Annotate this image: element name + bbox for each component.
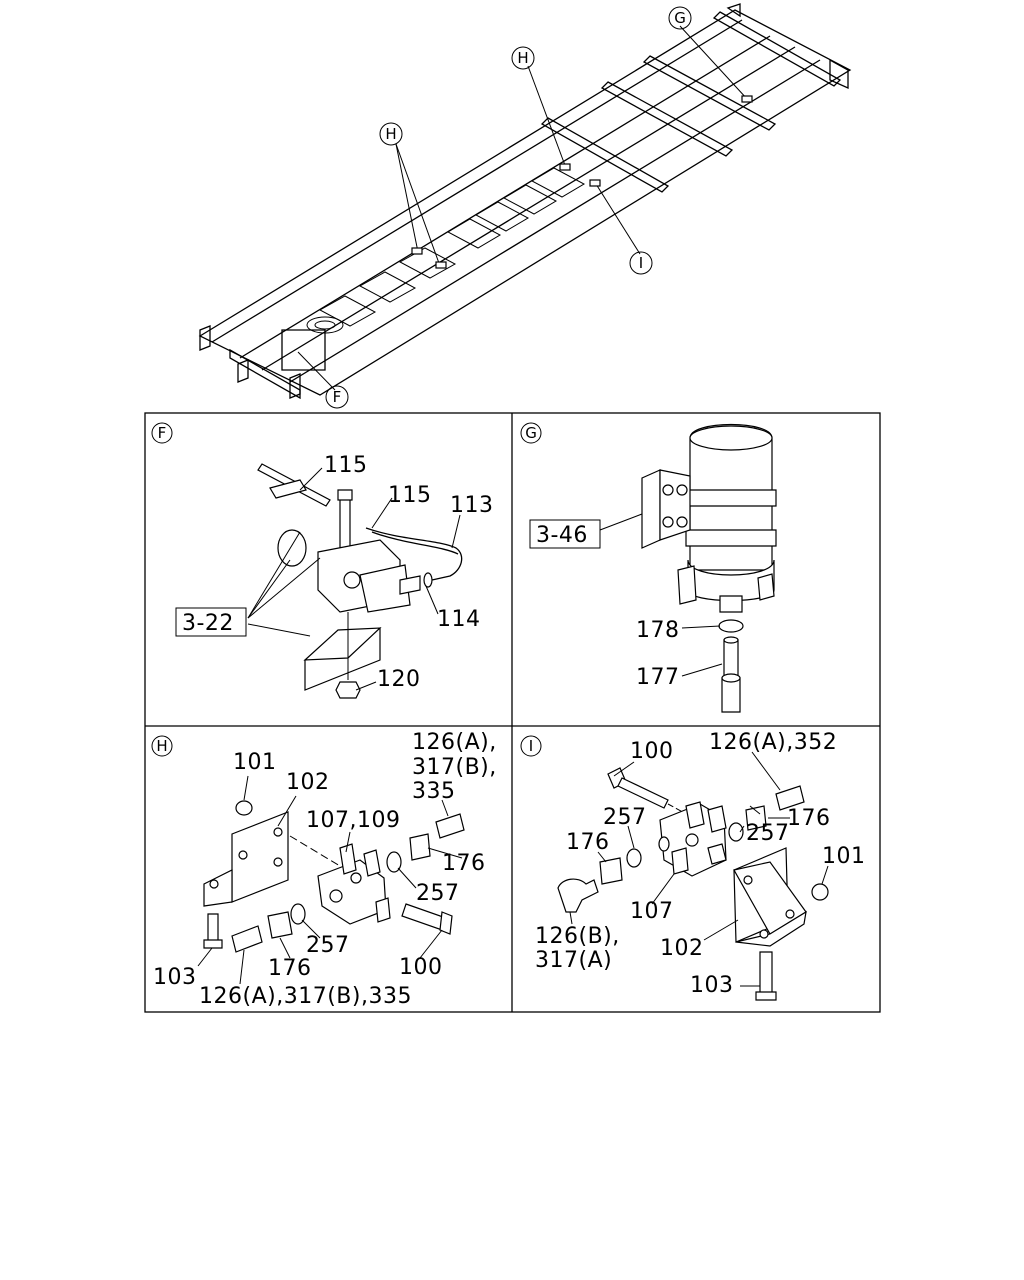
panel-i-label: I [520, 735, 542, 757]
chassis-frame-drawing [198, 3, 852, 400]
part-label-317a: 317(A) [535, 948, 612, 973]
part-label-100: 100 [399, 955, 443, 980]
part-label-126b: 126(B), [535, 924, 620, 949]
part-label-178: 178 [636, 618, 680, 643]
svg-text:F: F [333, 388, 342, 406]
part-label-317b: 317(B), [412, 755, 497, 780]
svg-text:H: H [156, 737, 167, 755]
part-label-176-right: 176 [787, 806, 831, 831]
part-label-115-a: 115 [324, 453, 368, 478]
part-label-335: 335 [412, 779, 456, 804]
svg-text:H: H [517, 49, 528, 67]
part-label-115-b: 115 [388, 483, 432, 508]
part-label-113: 113 [450, 493, 494, 518]
svg-text:3-46: 3-46 [536, 523, 588, 548]
panel-h: H [151, 730, 497, 1009]
svg-text:3-22: 3-22 [182, 611, 234, 636]
callout-f: F [325, 385, 349, 409]
detail-panel-grid [144, 412, 881, 1013]
part-label-176-right: 176 [442, 851, 486, 876]
panel-f: F 115 115 113 114 120 [151, 422, 494, 699]
ref-box-3-22: 3-22 [175, 607, 247, 637]
callout-g: G [668, 6, 692, 30]
svg-text:H: H [385, 125, 396, 143]
panel-f-label: F [151, 422, 173, 444]
svg-text:G: G [674, 9, 686, 27]
part-label-126a-352: 126(A),352 [709, 730, 837, 755]
part-label-126a: 126(A), [412, 730, 497, 755]
panel-h-label: H [151, 735, 173, 757]
panel-g: G 3-46 178 177 [520, 422, 777, 713]
part-label-257-left: 257 [603, 805, 647, 830]
part-label-100: 100 [630, 739, 674, 764]
svg-text:I: I [639, 254, 643, 272]
part-label-257-right: 257 [416, 881, 460, 906]
part-label-177: 177 [636, 665, 680, 690]
part-label-102: 102 [286, 770, 330, 795]
panel-g-label: G [520, 422, 542, 444]
svg-text:I: I [529, 737, 533, 755]
callout-h-front: H [379, 122, 403, 146]
callout-i: I [629, 251, 653, 275]
svg-text:G: G [525, 424, 537, 442]
ref-box-3-46: 3-46 [529, 519, 601, 549]
part-label-107-109: 107,109 [306, 808, 400, 833]
part-label-120: 120 [377, 667, 421, 692]
callout-h-rear: H [511, 46, 535, 70]
part-label-176-left: 176 [566, 830, 610, 855]
part-label-101: 101 [233, 750, 277, 775]
part-label-101: 101 [822, 844, 866, 869]
part-label-103: 103 [153, 965, 197, 990]
part-label-257-left: 257 [306, 933, 350, 958]
part-label-114: 114 [437, 607, 481, 632]
part-label-102: 102 [660, 936, 704, 961]
panel-i: I [520, 730, 866, 1001]
part-label-126a-317b-335: 126(A),317(B),335 [199, 984, 412, 1009]
svg-text:F: F [158, 424, 167, 442]
part-label-257-right: 257 [746, 821, 790, 846]
part-label-103: 103 [690, 973, 734, 998]
part-label-107: 107 [630, 899, 674, 924]
part-label-176-left: 176 [268, 956, 312, 981]
